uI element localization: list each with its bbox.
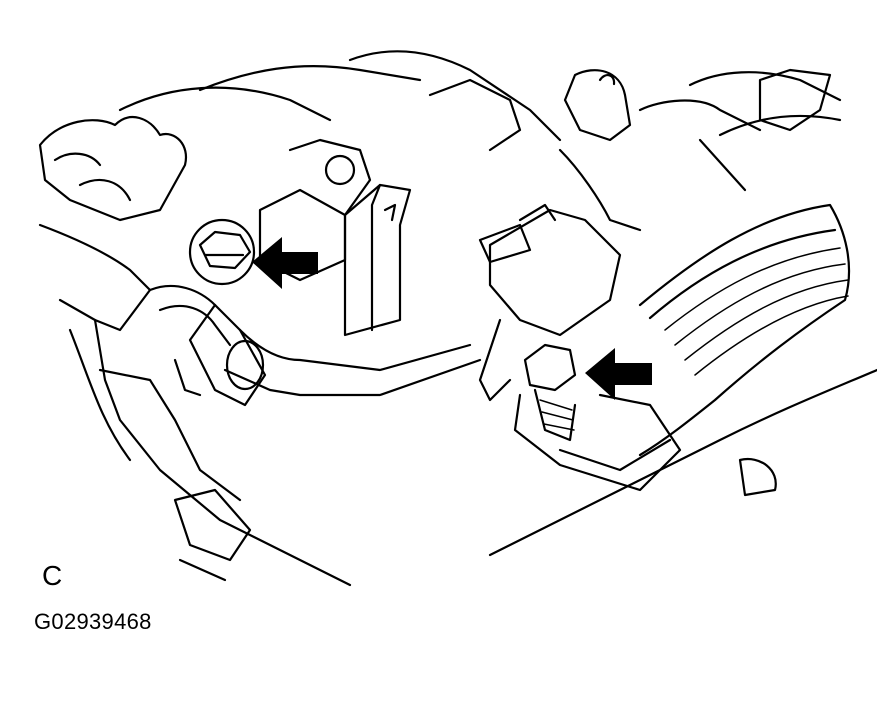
upper-left-bolt (188, 218, 256, 286)
view-label: C (42, 560, 63, 591)
figure-id: G02939468 (34, 609, 152, 634)
right-bolt (513, 343, 682, 492)
vacuum-hose (148, 285, 482, 407)
air-intake-hose (488, 203, 877, 557)
upper-left-bolt-arrow (252, 237, 318, 289)
engine-background-outlines (38, 50, 842, 587)
mounting-bracket (258, 138, 412, 337)
right-bolt-arrow (585, 348, 652, 400)
sensor-connector (478, 203, 622, 402)
